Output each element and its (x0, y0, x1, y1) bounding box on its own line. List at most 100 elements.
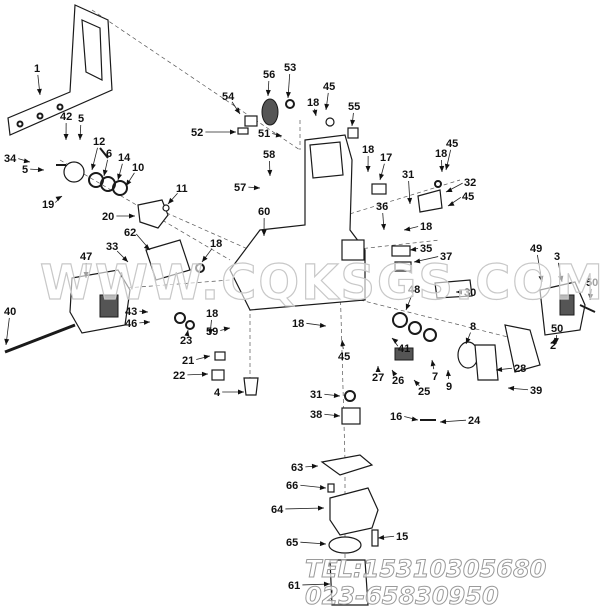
callout-label: 61 (288, 580, 300, 592)
leader-arrowhead (102, 169, 108, 176)
leader-arrowhead (379, 173, 384, 180)
callout-label: 5 (78, 113, 84, 125)
leader-arrowhead (381, 223, 387, 230)
callout-label: 27 (372, 372, 384, 384)
leader-arrowhead (410, 246, 417, 252)
callout-label: 60 (258, 206, 270, 218)
leader-arrowhead (496, 367, 503, 372)
leader-arrowhead (407, 197, 413, 204)
leader-arrowhead (117, 173, 122, 180)
leader-arrowhead (202, 255, 208, 262)
callout-label: 32 (464, 177, 476, 189)
callout-label: 46 (125, 318, 137, 330)
leader-arrowhead (23, 158, 30, 164)
leader-arrowhead (430, 360, 436, 367)
callout-label: 64 (271, 504, 284, 516)
leader-arrowhead (184, 330, 190, 337)
leader-arrowhead (378, 535, 385, 540)
callout-label: 48 (408, 284, 420, 296)
callout-label: 59 (206, 326, 218, 338)
leader-arrowhead (253, 185, 260, 191)
leader-line (285, 507, 325, 510)
leader-arrowhead (312, 109, 318, 116)
left-fittings (174, 263, 259, 396)
callout-label: 55 (348, 101, 360, 113)
leader-arrowhead (311, 463, 318, 469)
callout-label: 38 (310, 409, 322, 421)
callout-label: 18 (435, 148, 447, 160)
leader-arrowhead (267, 169, 273, 176)
left-cover-group (63, 161, 170, 229)
callout-label: 31 (402, 169, 414, 181)
leader-arrowhead (319, 541, 326, 547)
leader-arrowhead (275, 132, 282, 138)
contact-tel: TEL:15310305680 (304, 555, 547, 584)
callout-label: 33 (106, 241, 118, 253)
callout-label: 65 (286, 537, 298, 549)
callout-label: 12 (93, 136, 105, 148)
callout-label: 35 (420, 243, 432, 255)
callout-label: 18 (307, 97, 319, 109)
leader-arrowhead (508, 385, 515, 391)
leader-arrowhead (439, 165, 445, 172)
leader-arrowhead (558, 275, 564, 282)
callout-label: 53 (284, 62, 296, 74)
leader-arrowhead (55, 196, 62, 202)
leader-arrowhead (551, 338, 556, 345)
callout-label: 45 (446, 138, 458, 150)
callout-label: 31 (310, 389, 322, 401)
callout-label: 18 (206, 308, 218, 320)
callout-label: 50 (551, 323, 563, 335)
leader-arrowhead (375, 366, 381, 373)
leader-arrowhead (129, 213, 135, 219)
callout-label: 50 (586, 277, 598, 289)
leader-arrowhead (365, 165, 371, 172)
leader-arrowhead (143, 319, 150, 325)
callout-label: 45 (323, 81, 335, 93)
leader-arrowhead (265, 89, 271, 96)
leader-arrowhead (553, 337, 559, 344)
callout-label: 7 (432, 371, 438, 383)
top-pulley-group (237, 98, 295, 135)
callout-label: 25 (418, 386, 430, 398)
callout-label: 1 (34, 63, 40, 75)
callout-label: 5 (22, 164, 28, 176)
leader-arrowhead (230, 129, 236, 135)
callout-label: 28 (514, 363, 526, 375)
callout-label: 26 (392, 375, 404, 387)
callout-label: 36 (376, 201, 388, 213)
right-middle-assembly (392, 312, 541, 381)
leader-arrowhead (392, 338, 399, 344)
leader-arrowhead (465, 337, 471, 344)
leader-arrowhead (223, 326, 230, 332)
callout-label: 24 (468, 415, 481, 427)
leader-arrowhead (63, 133, 69, 140)
leader-arrowhead (392, 370, 398, 377)
leader-arrowhead (456, 289, 462, 295)
right-fittings (371, 180, 473, 299)
right-pump (539, 281, 596, 336)
leader-arrowhead (323, 581, 330, 587)
callout-label: 34 (4, 153, 17, 165)
callout-label: 22 (173, 370, 185, 382)
callout-label: 8 (470, 321, 476, 333)
leader-arrowhead (4, 338, 10, 345)
callout-label: 11 (176, 183, 188, 195)
leader-arrowhead (404, 226, 411, 232)
leader-arrowhead (83, 271, 89, 278)
leader-arrowhead (77, 133, 83, 140)
gasket-plate (7, 4, 113, 136)
leader-arrowhead (91, 163, 96, 170)
leader-arrowhead (538, 275, 544, 282)
leader-arrowhead (37, 167, 44, 173)
callout-label: 9 (446, 381, 452, 393)
leader-arrowhead (319, 484, 326, 490)
callout-label: 52 (191, 127, 203, 139)
leader-arrowhead (446, 187, 453, 193)
callout-label: 2 (550, 340, 556, 352)
leader-arrowhead (340, 340, 346, 347)
callout-label: 37 (440, 251, 452, 263)
callout-label: 58 (263, 149, 275, 161)
